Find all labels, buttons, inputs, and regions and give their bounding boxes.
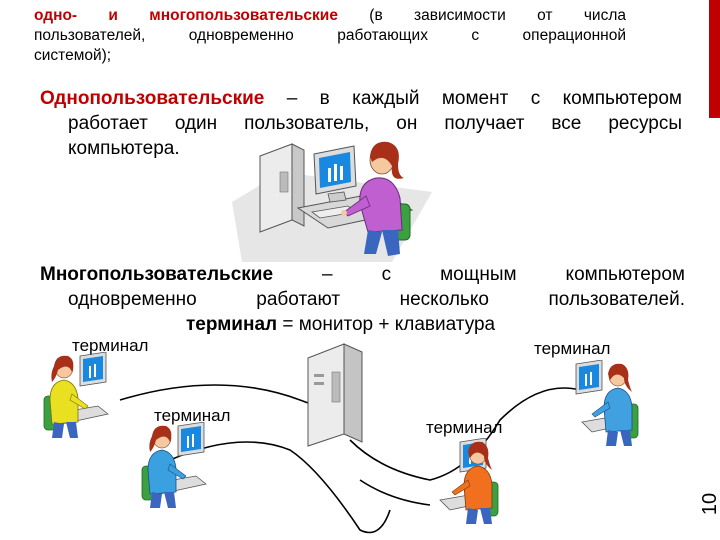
multi-text-1: – с мощным компьютером	[273, 264, 685, 285]
terminal-mid-left	[140, 422, 210, 510]
cable-bottom-right	[360, 480, 430, 505]
single-text-1: – в каждый момент с компьютером	[264, 88, 682, 109]
terminal-label-mid-right: терминал	[426, 418, 502, 438]
terminal-label-top-right: терминал	[534, 339, 610, 359]
intro-text-2: пользователей, одновременно работающих с…	[34, 27, 626, 44]
terminal-mid-right	[430, 438, 500, 526]
single-term: Однопользовательские	[40, 88, 264, 109]
person-shirt	[464, 466, 492, 510]
intro-paragraph: одно- и многопользовательские (в зависим…	[34, 6, 626, 66]
multi-term: Многопользовательские	[40, 264, 273, 285]
terminal-label-top-left: терминал	[72, 336, 148, 356]
server-tower	[302, 338, 372, 448]
multi-user-paragraph: Многопользовательские – с мощным компьют…	[40, 262, 685, 337]
terminal-top-left	[42, 352, 112, 440]
intro-term: одно- и многопользовательские	[34, 7, 338, 24]
multi-text-2: одновременно работают несколько пользова…	[40, 287, 685, 312]
intro-text-3: системой);	[34, 46, 626, 66]
person-shirt	[604, 388, 632, 432]
accent-bar	[709, 0, 720, 118]
single-user-illustration	[232, 122, 432, 262]
intro-text-1: (в зависимости от числа	[338, 7, 626, 24]
terminal-top-right	[572, 360, 642, 448]
terminal-label-mid-left: терминал	[154, 406, 230, 426]
